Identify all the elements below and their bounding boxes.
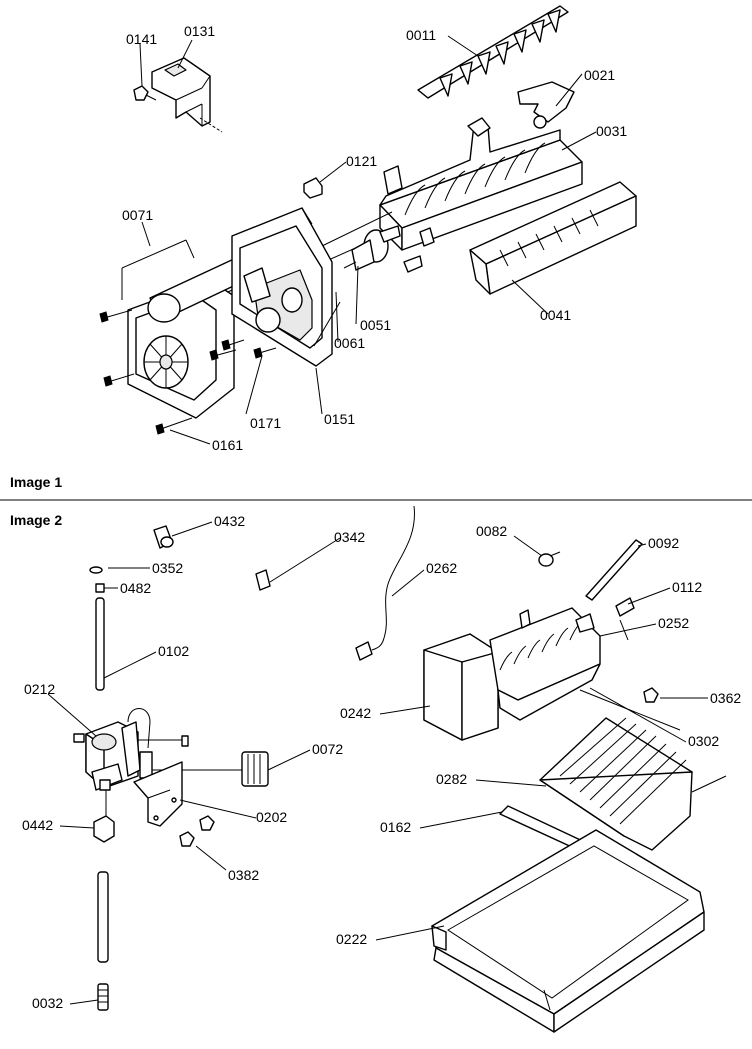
label-0051: 0051 xyxy=(360,317,391,333)
part-0121-clip xyxy=(303,177,323,199)
part-0102-tube xyxy=(95,597,105,691)
part-0031-mold xyxy=(379,117,583,251)
part-0442-nut xyxy=(93,800,115,843)
part-0151-housing xyxy=(231,207,333,367)
label-0092: 0092 xyxy=(648,535,679,551)
part-0011-ejector xyxy=(417,5,569,99)
part-0482-insert xyxy=(95,583,105,593)
label-0302: 0302 xyxy=(688,733,719,749)
label-0482: 0482 xyxy=(120,580,151,596)
part-0032-fitting xyxy=(97,983,109,1011)
label-0442: 0442 xyxy=(22,817,53,833)
section-title-image2: Image 2 xyxy=(10,512,62,528)
part-0061-shaft xyxy=(313,301,341,347)
part-0362-screw xyxy=(643,687,659,703)
label-0382: 0382 xyxy=(228,867,259,883)
label-0072: 0072 xyxy=(312,741,343,757)
label-0041: 0041 xyxy=(540,307,571,323)
screws-image1 xyxy=(99,309,277,435)
part-0352-clip xyxy=(89,566,103,574)
screw-0161 xyxy=(155,417,193,435)
label-0282: 0282 xyxy=(436,771,467,787)
label-0102: 0102 xyxy=(158,643,189,659)
label-0342: 0342 xyxy=(334,529,365,545)
label-0021: 0021 xyxy=(584,67,615,83)
label-0131: 0131 xyxy=(184,23,215,39)
label-0141: 0141 xyxy=(126,31,157,47)
screw-0171 xyxy=(253,347,277,359)
label-0262: 0262 xyxy=(426,560,457,576)
part-0382-screws xyxy=(179,815,215,847)
part-0131-bracket xyxy=(151,57,223,133)
part-tube-lower xyxy=(97,871,109,963)
label-0362: 0362 xyxy=(710,690,741,706)
label-0162: 0162 xyxy=(380,819,411,835)
label-0171: 0171 xyxy=(250,415,281,431)
part-0222-bin xyxy=(431,829,705,1033)
part-0082-clip xyxy=(538,551,561,567)
label-0352: 0352 xyxy=(152,560,183,576)
part-0092-rod xyxy=(585,539,643,601)
label-0082: 0082 xyxy=(476,523,507,539)
part-0041-guard xyxy=(469,181,637,295)
part-0282-bin-cover xyxy=(539,717,727,851)
label-0432: 0432 xyxy=(214,513,245,529)
leader-lines-image1 xyxy=(139,35,597,445)
image2-group: Image 2 xyxy=(10,505,741,1033)
label-0032: 0032 xyxy=(32,995,63,1011)
part-0141-screw xyxy=(133,85,157,101)
label-0252: 0252 xyxy=(658,615,689,631)
part-0432-fitting xyxy=(153,525,174,549)
part-0021-cover xyxy=(517,81,575,129)
labels-image1: 0141 0131 0011 0021 0031 0121 0071 0051 … xyxy=(122,23,627,453)
label-0112: 0112 xyxy=(672,579,702,595)
image1-group: 0141 0131 0011 0021 0031 0121 0071 0051 … xyxy=(10,5,637,490)
part-0051-gear xyxy=(343,225,423,273)
label-0151: 0151 xyxy=(324,411,355,427)
label-0121: 0121 xyxy=(346,153,377,169)
label-0061: 0061 xyxy=(334,335,365,351)
label-0222: 0222 xyxy=(336,931,367,947)
part-0342-clip xyxy=(255,569,271,591)
part-0262-harness xyxy=(355,505,415,661)
part-0252-icemaker xyxy=(423,607,681,741)
leader-lines-image2 xyxy=(47,521,708,1005)
label-0031: 0031 xyxy=(596,123,627,139)
part-0071-motor-plate xyxy=(121,239,247,419)
label-0161: 0161 xyxy=(212,437,243,453)
label-0202: 0202 xyxy=(256,809,287,825)
label-0071: 0071 xyxy=(122,207,153,223)
part-0202-bracket xyxy=(133,761,183,827)
label-0242: 0242 xyxy=(340,705,371,721)
label-0011: 0011 xyxy=(406,27,436,43)
part-0112-clip xyxy=(615,597,635,641)
part-0072-coil xyxy=(139,751,269,787)
label-0212: 0212 xyxy=(24,681,55,697)
labels-image2: 0432 0342 0082 0092 0352 0482 0262 0112 … xyxy=(22,513,741,1011)
section-title-image1: Image 1 xyxy=(10,474,62,490)
